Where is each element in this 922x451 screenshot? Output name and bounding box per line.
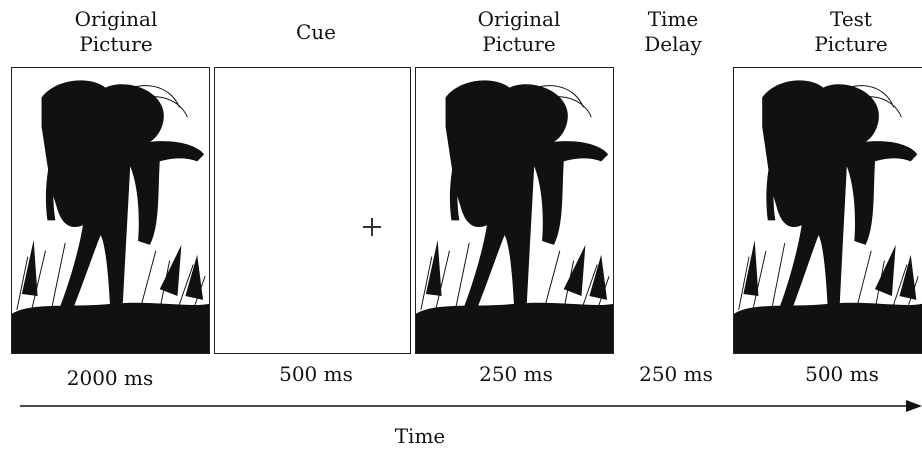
stage-1-duration: 2000 ms — [66, 366, 154, 390]
stage-5-title-line2: Picture — [814, 32, 888, 56]
stage-1-title-line2: Picture — [79, 32, 153, 56]
stage-2-title: Cue — [271, 20, 361, 45]
stage-5-duration: 500 ms — [805, 362, 879, 386]
stage-5-picture-frame — [733, 67, 922, 354]
stage-3-title-line2: Picture — [482, 32, 556, 56]
stage-4-title-line2: Delay — [644, 32, 702, 56]
time-axis-label: Time — [394, 424, 446, 448]
sketch-figure-image — [12, 80, 209, 353]
stage-3-title-line1: Original — [477, 7, 561, 31]
stage-4-title-line1: Time — [647, 7, 699, 31]
time-axis-arrow — [20, 400, 922, 412]
fixation-cross-icon — [363, 218, 381, 236]
stage-5-title-line1: Test — [830, 7, 872, 31]
stage-4-duration: 250 ms — [639, 362, 713, 386]
stage-3-duration: 250 ms — [479, 362, 553, 386]
stage-3-title: Original Picture — [463, 7, 575, 57]
stage-1-title: Original Picture — [60, 7, 172, 57]
stage-2-duration: 500 ms — [279, 362, 353, 386]
stage-1-title-line1: Original — [74, 7, 158, 31]
stage-5-title: Test Picture — [795, 7, 907, 57]
sketch-figure-image — [416, 80, 613, 353]
stage-4-title: Time Delay — [630, 7, 716, 57]
stage-2-cue-frame — [214, 67, 411, 354]
stage-3-picture-frame — [415, 67, 614, 354]
sketch-figure-image — [734, 80, 922, 353]
stage-2-title-line1: Cue — [295, 20, 337, 44]
stage-1-picture-frame — [11, 67, 210, 354]
